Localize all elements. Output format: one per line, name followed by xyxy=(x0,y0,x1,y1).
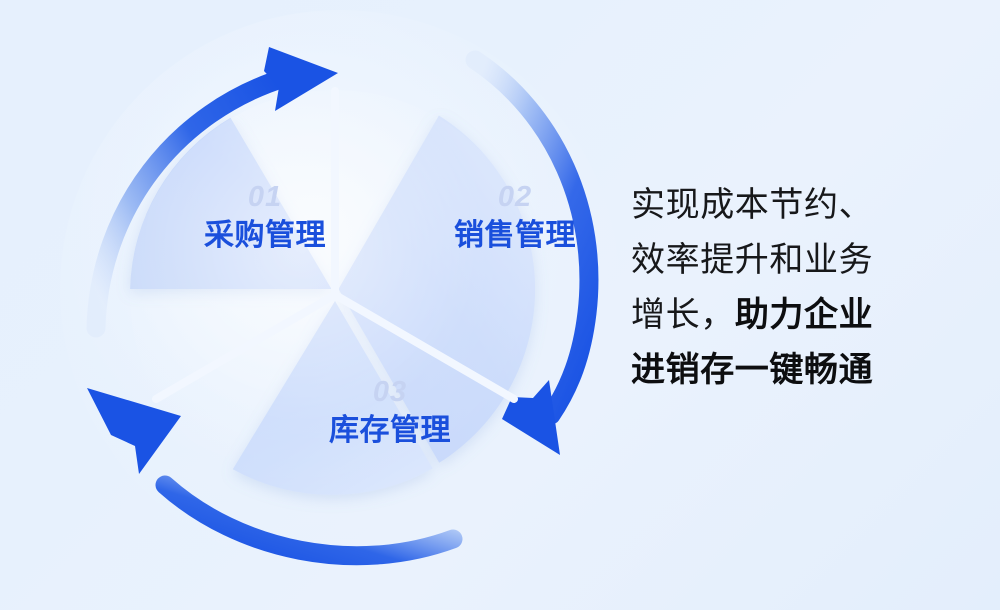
segment-02-label[interactable]: 02 销售管理 xyxy=(405,183,625,251)
arrow-to-inventory-tail xyxy=(465,50,599,425)
arrow-to-sales-tail xyxy=(86,67,297,338)
divider-03-01 xyxy=(152,292,337,403)
tagline-line-2-text: 效率提升和业务 xyxy=(631,241,874,280)
tagline-line-1: 实现成本节约、 xyxy=(631,178,976,233)
segment-03-number: 03 xyxy=(372,376,408,408)
cycle-diagram-svg xyxy=(86,47,599,566)
segment-02-title: 销售管理 xyxy=(454,219,576,252)
arrow-to-purchase xyxy=(87,388,463,566)
tagline-line-2: 效率提升和业务 xyxy=(631,233,976,288)
arrow-to-purchase-head xyxy=(87,388,181,474)
tagline-line-3-emphasis: 助力企业 xyxy=(734,296,874,335)
segment-01-number: 01 xyxy=(247,181,283,213)
tagline-line-4-emphasis: 进销存一键畅通 xyxy=(631,351,874,390)
tagline-line-3: 增长，助力企业 xyxy=(631,288,976,343)
segment-01-title: 采购管理 xyxy=(204,219,326,252)
tagline-line-1-text: 实现成本节约、 xyxy=(631,186,874,224)
segment-03-title: 库存管理 xyxy=(329,414,451,447)
tagline-block: 实现成本节约、 效率提升和业务 增长，助力企业 进销存一键畅通 xyxy=(631,178,976,398)
tagline-line-4: 进销存一键畅通 xyxy=(631,343,976,398)
arrow-to-sales xyxy=(86,47,338,338)
segment-03-label[interactable]: 03 库存管理 xyxy=(280,378,500,446)
divider-02-03 xyxy=(333,292,518,403)
segment-dividers xyxy=(152,87,518,403)
segment-01-label[interactable]: 01 采购管理 xyxy=(155,183,375,251)
cycle-diagram: 01 采购管理 02 销售管理 03 库存管理 xyxy=(55,15,615,575)
tagline-line-3-normal: 增长， xyxy=(631,296,735,335)
segment-02-number: 02 xyxy=(497,181,533,213)
arrow-to-sales-head xyxy=(264,47,338,111)
arrow-to-purchase-tail xyxy=(155,475,463,566)
